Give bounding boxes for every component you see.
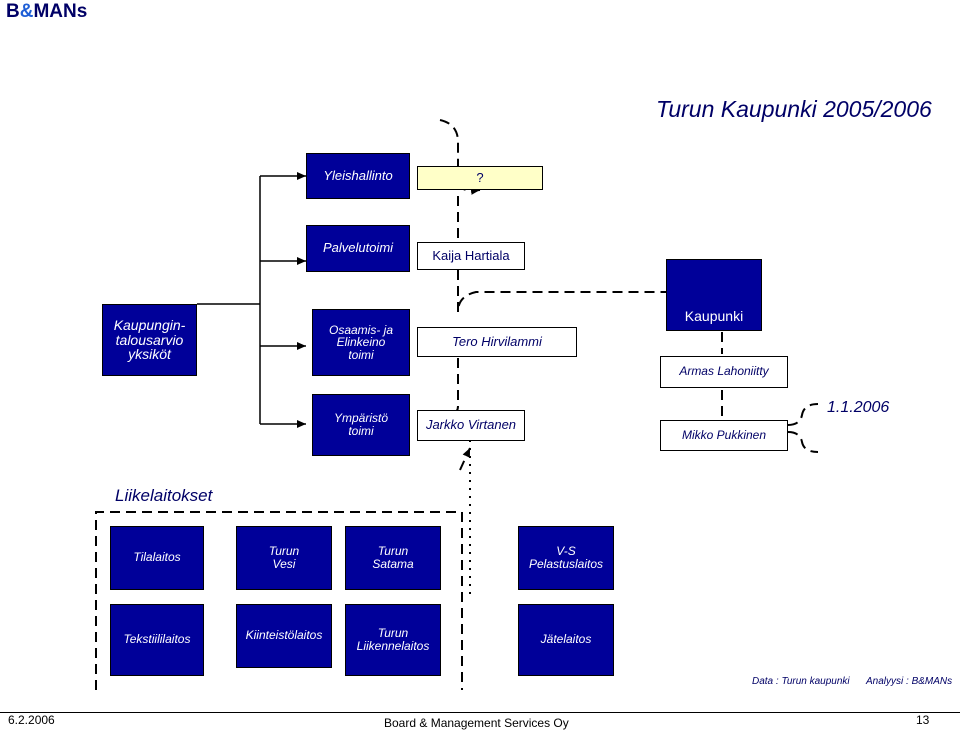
page-title: Turun Kaupunki 2005/2006 <box>656 96 932 122</box>
liikelaitos-tilalaitos: Tilalaitos <box>110 526 204 590</box>
kaupungintalousarvio-box: Kaupungin- talousarvio yksiköt <box>102 304 197 376</box>
footer-company: Board & Management Services Oy <box>384 716 569 730</box>
mikko-pukkinen-box: Mikko Pukkinen <box>660 420 788 451</box>
logo-ampersand: & <box>19 1 34 22</box>
question-box: ? <box>417 166 543 190</box>
footer-date: 6.2.2006 <box>8 713 55 727</box>
source-data: Data : Turun kaupunki <box>752 676 850 687</box>
osaamis-elinkeino-box: Osaamis- ja Elinkeino toimi <box>312 309 410 376</box>
dashed-arrow-jarkko <box>459 447 471 471</box>
dashed-line-kaupunki <box>457 270 666 313</box>
logo-mans: MANs <box>33 1 88 22</box>
logo-b: B <box>6 1 20 22</box>
dashed-brace-date <box>787 403 819 426</box>
liikelaitos-turun-liikennelaitos: Turun Liikennelaitos <box>345 604 441 676</box>
armas-lahoniitty-box: Armas Lahoniitty <box>660 356 788 388</box>
liikelaitos-kiinteistolaitos: Kiinteistölaitos <box>236 604 332 668</box>
date-note: 1.1.2006 <box>827 399 890 416</box>
footer-page-number: 13 <box>916 713 930 727</box>
liikelaitokset-bracket <box>95 511 463 690</box>
kaija-hartiala-box: Kaija Hartiala <box>417 242 525 270</box>
tero-hirvilammi-box: Tero Hirvilammi <box>417 327 577 357</box>
dashed-line-top <box>439 119 459 184</box>
dashed-brace-date-lower <box>787 431 819 453</box>
source-analysis: Analyysi : B&MANs <box>866 676 953 687</box>
liikelaitos-turun-satama: Turun Satama <box>345 526 441 590</box>
liikelaitos-vs-pelastuslaitos: V-S Pelastuslaitos <box>518 526 614 590</box>
liikelaitokset-heading: Liikelaitokset <box>115 486 213 505</box>
kaupunki-box: Kaupunki <box>666 259 762 331</box>
palvelutoimi-box: Palvelutoimi <box>306 225 410 272</box>
ymparisto-box: Ympäristö toimi <box>312 394 410 456</box>
yleishallinto-box: Yleishallinto <box>306 153 410 199</box>
liikelaitos-turun-vesi: Turun Vesi <box>236 526 332 590</box>
footer-divider <box>0 712 960 713</box>
liikelaitos-tekstiililaitos: Tekstiililaitos <box>110 604 204 676</box>
brand-logo: B&MANs <box>6 1 87 23</box>
liikelaitos-jatelaitos: Jätelaitos <box>518 604 614 676</box>
jarkko-virtanen-box: Jarkko Virtanen <box>417 410 525 441</box>
